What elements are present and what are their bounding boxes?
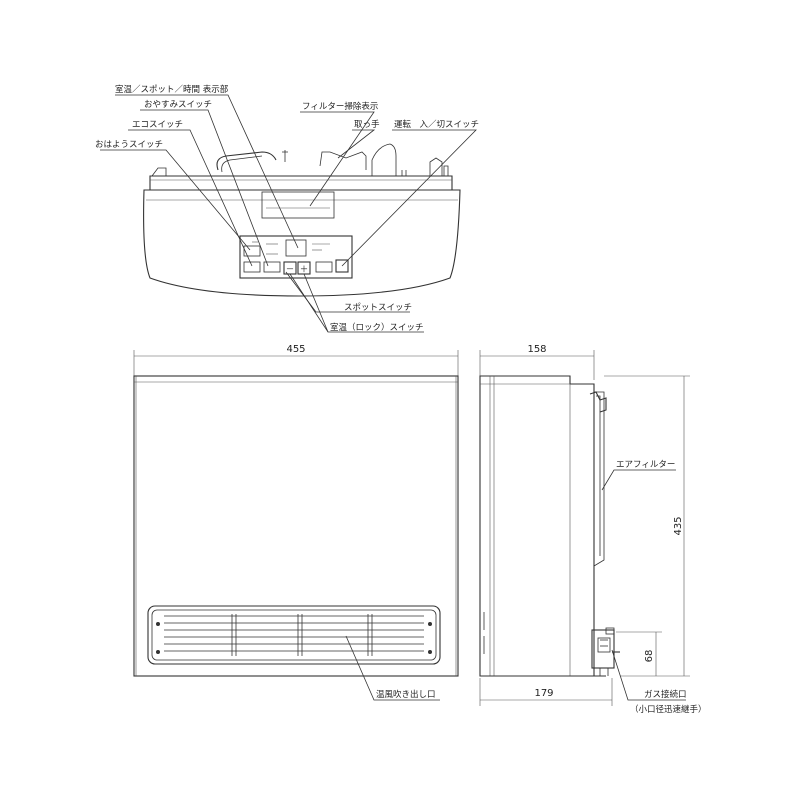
warm-air-outlet xyxy=(147,605,441,665)
filter-top-clip xyxy=(589,391,607,413)
top-corner-left xyxy=(151,167,167,177)
leader-eco xyxy=(128,129,253,267)
handle-clip xyxy=(282,150,288,162)
leader-handle xyxy=(337,129,376,159)
power-switch-top xyxy=(371,143,397,176)
minus-label: － xyxy=(286,265,295,275)
top-view: － ＋ 室温／スポット／時間 表示部 おやすみスイッチ エコスイッチ おはようス… xyxy=(95,84,479,333)
callout-wake: おはようスイッチ xyxy=(95,140,163,150)
leader-power xyxy=(341,129,477,267)
dim-depth-bottom: 179 xyxy=(534,688,553,699)
front-view: 455 温風吹き出し口 xyxy=(133,344,459,701)
dim-width: 455 xyxy=(286,344,305,355)
dim-depth-top: 158 xyxy=(527,344,546,355)
power-button xyxy=(335,259,349,273)
callout-power: 運転 入／切スイッチ xyxy=(394,120,479,130)
outlet-screw xyxy=(428,650,432,654)
top-corner-right xyxy=(429,157,443,176)
outlet-louvers xyxy=(164,614,424,656)
callout-display: 室温／スポット／時間 表示部 xyxy=(115,84,229,95)
filter-lever xyxy=(319,151,367,170)
callout-air-filter: エアフィルター xyxy=(616,460,675,470)
callout-gas-note: （小口径迅速継手） xyxy=(630,704,707,715)
callout-filter-display: フィルター掃除表示 xyxy=(302,101,378,112)
dim-gas-height: 68 xyxy=(644,650,655,663)
leader-sleep xyxy=(140,109,269,267)
leader-display xyxy=(115,94,299,249)
handle-shape xyxy=(216,151,277,171)
gas-connector-body xyxy=(591,629,615,669)
leader-wake xyxy=(100,149,251,251)
air-filter xyxy=(593,391,605,567)
callout-outlet: 温風吹き出し口 xyxy=(376,689,436,700)
side-view: 158 エアフィルター 435 xyxy=(479,344,707,715)
front-body xyxy=(133,375,459,677)
leader-filter xyxy=(300,111,375,207)
callout-spot: スポットスイッチ xyxy=(344,303,412,313)
leader-gas xyxy=(611,649,686,701)
outlet-screw xyxy=(156,622,160,626)
panel-display xyxy=(285,239,307,257)
callout-lock: 室温（ロック）スイッチ xyxy=(330,322,424,333)
gas-connector xyxy=(591,627,620,676)
dim-height: 435 xyxy=(673,516,684,535)
outlet-screw xyxy=(428,622,432,626)
leader-lock-b xyxy=(303,273,329,333)
callout-eco: エコスイッチ xyxy=(132,120,183,130)
callout-gas: ガス接続口 xyxy=(644,689,687,700)
control-panel xyxy=(239,235,353,279)
top-display-window xyxy=(261,191,335,219)
leader-spot xyxy=(285,271,410,313)
sleep-button xyxy=(263,261,281,273)
outlet-screw xyxy=(156,650,160,654)
eco-button xyxy=(243,261,261,273)
top-body xyxy=(143,189,461,297)
top-rim xyxy=(149,175,453,191)
side-body xyxy=(479,375,595,677)
leader-air-filter xyxy=(601,469,676,491)
leader-outlet xyxy=(345,635,440,701)
spot-button xyxy=(315,261,333,273)
wake-button xyxy=(243,245,261,257)
callout-handle: 取っ手 xyxy=(354,119,380,130)
callout-sleep: おやすみスイッチ xyxy=(144,100,212,110)
plus-label: ＋ xyxy=(300,265,309,275)
